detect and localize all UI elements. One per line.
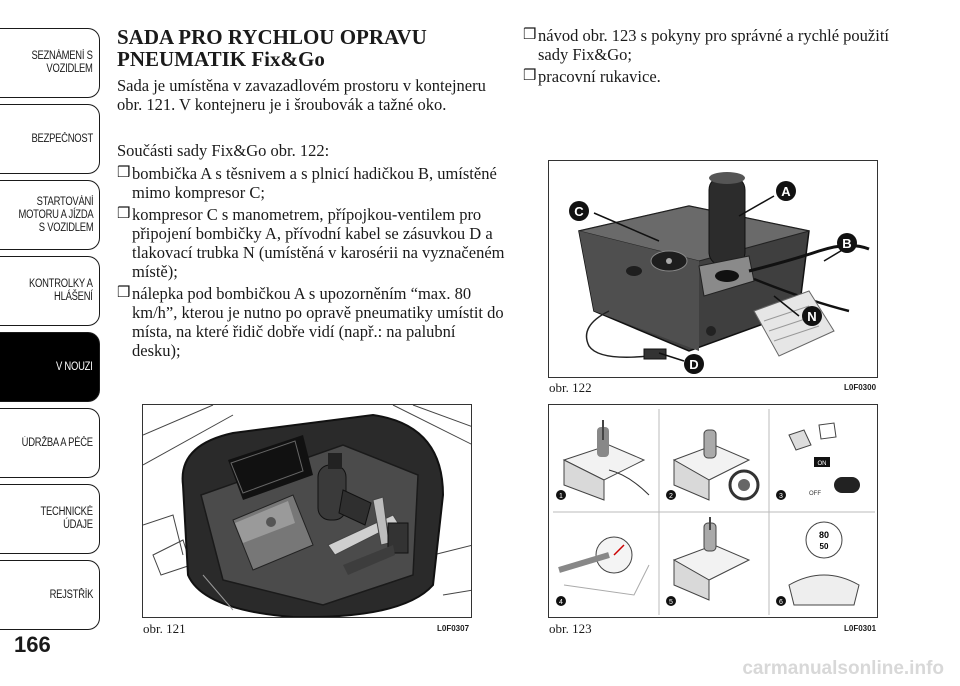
tab-startovani[interactable]: STARTOVÁNÍ MOTORU A JÍZDA S VOZIDLEM [0, 180, 100, 250]
figure-122-caption: obr. 122 [549, 380, 592, 395]
svg-text:80: 80 [819, 530, 829, 540]
watermark: carmanualsonline.info [742, 658, 944, 679]
list-item: ❒kompresor C s manometrem, přípojkou-ven… [117, 205, 505, 281]
callout-d: D [689, 357, 698, 372]
tab-bezpecnost[interactable]: BEZPEČNOST [0, 104, 100, 174]
list-item: ❒nálepka pod bombičkou A s upozorněním “… [117, 284, 504, 360]
tab-technicke-udaje[interactable]: TECHNICKÉ ÚDAJE [0, 484, 100, 554]
parts-intro: Součásti sady Fix&Go obr. 122: [117, 141, 330, 160]
figure-122-code: L0F0300 [844, 383, 877, 392]
svg-text:ON: ON [818, 461, 827, 467]
tab-seznameni[interactable]: SEZNÁMENÍ S VOZIDLEM [0, 28, 100, 98]
svg-text:OFF: OFF [809, 491, 821, 497]
callout-a: A [781, 184, 791, 199]
parts-list: ❒bombička A s těsnivem a s plnicí hadičk… [117, 164, 507, 363]
figure-122-fixgo-kit: A C B N D [548, 160, 878, 378]
svg-text:2: 2 [669, 493, 673, 500]
fixgo-kit-illustration: A C B N D [569, 172, 870, 374]
list-item: ❒pracovní rukavice. [523, 67, 661, 86]
svg-text:6: 6 [779, 599, 783, 606]
figure-121-caption: obr. 121 [143, 621, 186, 636]
figure-123-instructions: 1 2 ON OFF 3 4 5 80 50 6 [548, 404, 878, 618]
instructions-illustration: 1 2 ON OFF 3 4 5 80 50 6 [553, 409, 875, 615]
tab-udrzba[interactable]: ÚDRŽBA A PÉČE [0, 408, 100, 478]
figure-121-trunk-container [142, 404, 472, 618]
list-item: ❒návod obr. 123 s pokyny pro správné a r… [523, 26, 890, 64]
callout-b: B [842, 236, 851, 251]
tab-v-nouzi[interactable]: V NOUZI [0, 332, 100, 402]
callout-c: C [574, 204, 584, 219]
figure-123-caption: obr. 123 [549, 621, 592, 636]
parts-list-continued: ❒návod obr. 123 s pokyny pro správné a r… [523, 26, 903, 89]
trunk-container-illustration [143, 405, 471, 617]
section-heading: SADA PRO RYCHLOU OPRAVU PNEUMATIK Fix&Go [117, 25, 427, 71]
svg-text:5: 5 [669, 599, 673, 606]
svg-text:1: 1 [559, 493, 563, 500]
list-item: ❒bombička A s těsnivem a s plnicí hadičk… [117, 164, 497, 202]
figure-123-code: L0F0301 [844, 624, 877, 633]
tab-kontrolky[interactable]: KONTROLKY A HLÁŠENÍ [0, 256, 100, 326]
intro-paragraph: Sada je umístěna v zavazadlovém prostoru… [117, 76, 486, 114]
figure-121-code: L0F0307 [437, 624, 470, 633]
svg-text:3: 3 [779, 493, 783, 500]
svg-text:50: 50 [820, 542, 829, 551]
tab-rejstrik[interactable]: REJSTŘÍK [0, 560, 100, 630]
callout-n: N [807, 309, 816, 324]
svg-text:4: 4 [559, 599, 563, 606]
page-number: 166 [14, 632, 51, 657]
